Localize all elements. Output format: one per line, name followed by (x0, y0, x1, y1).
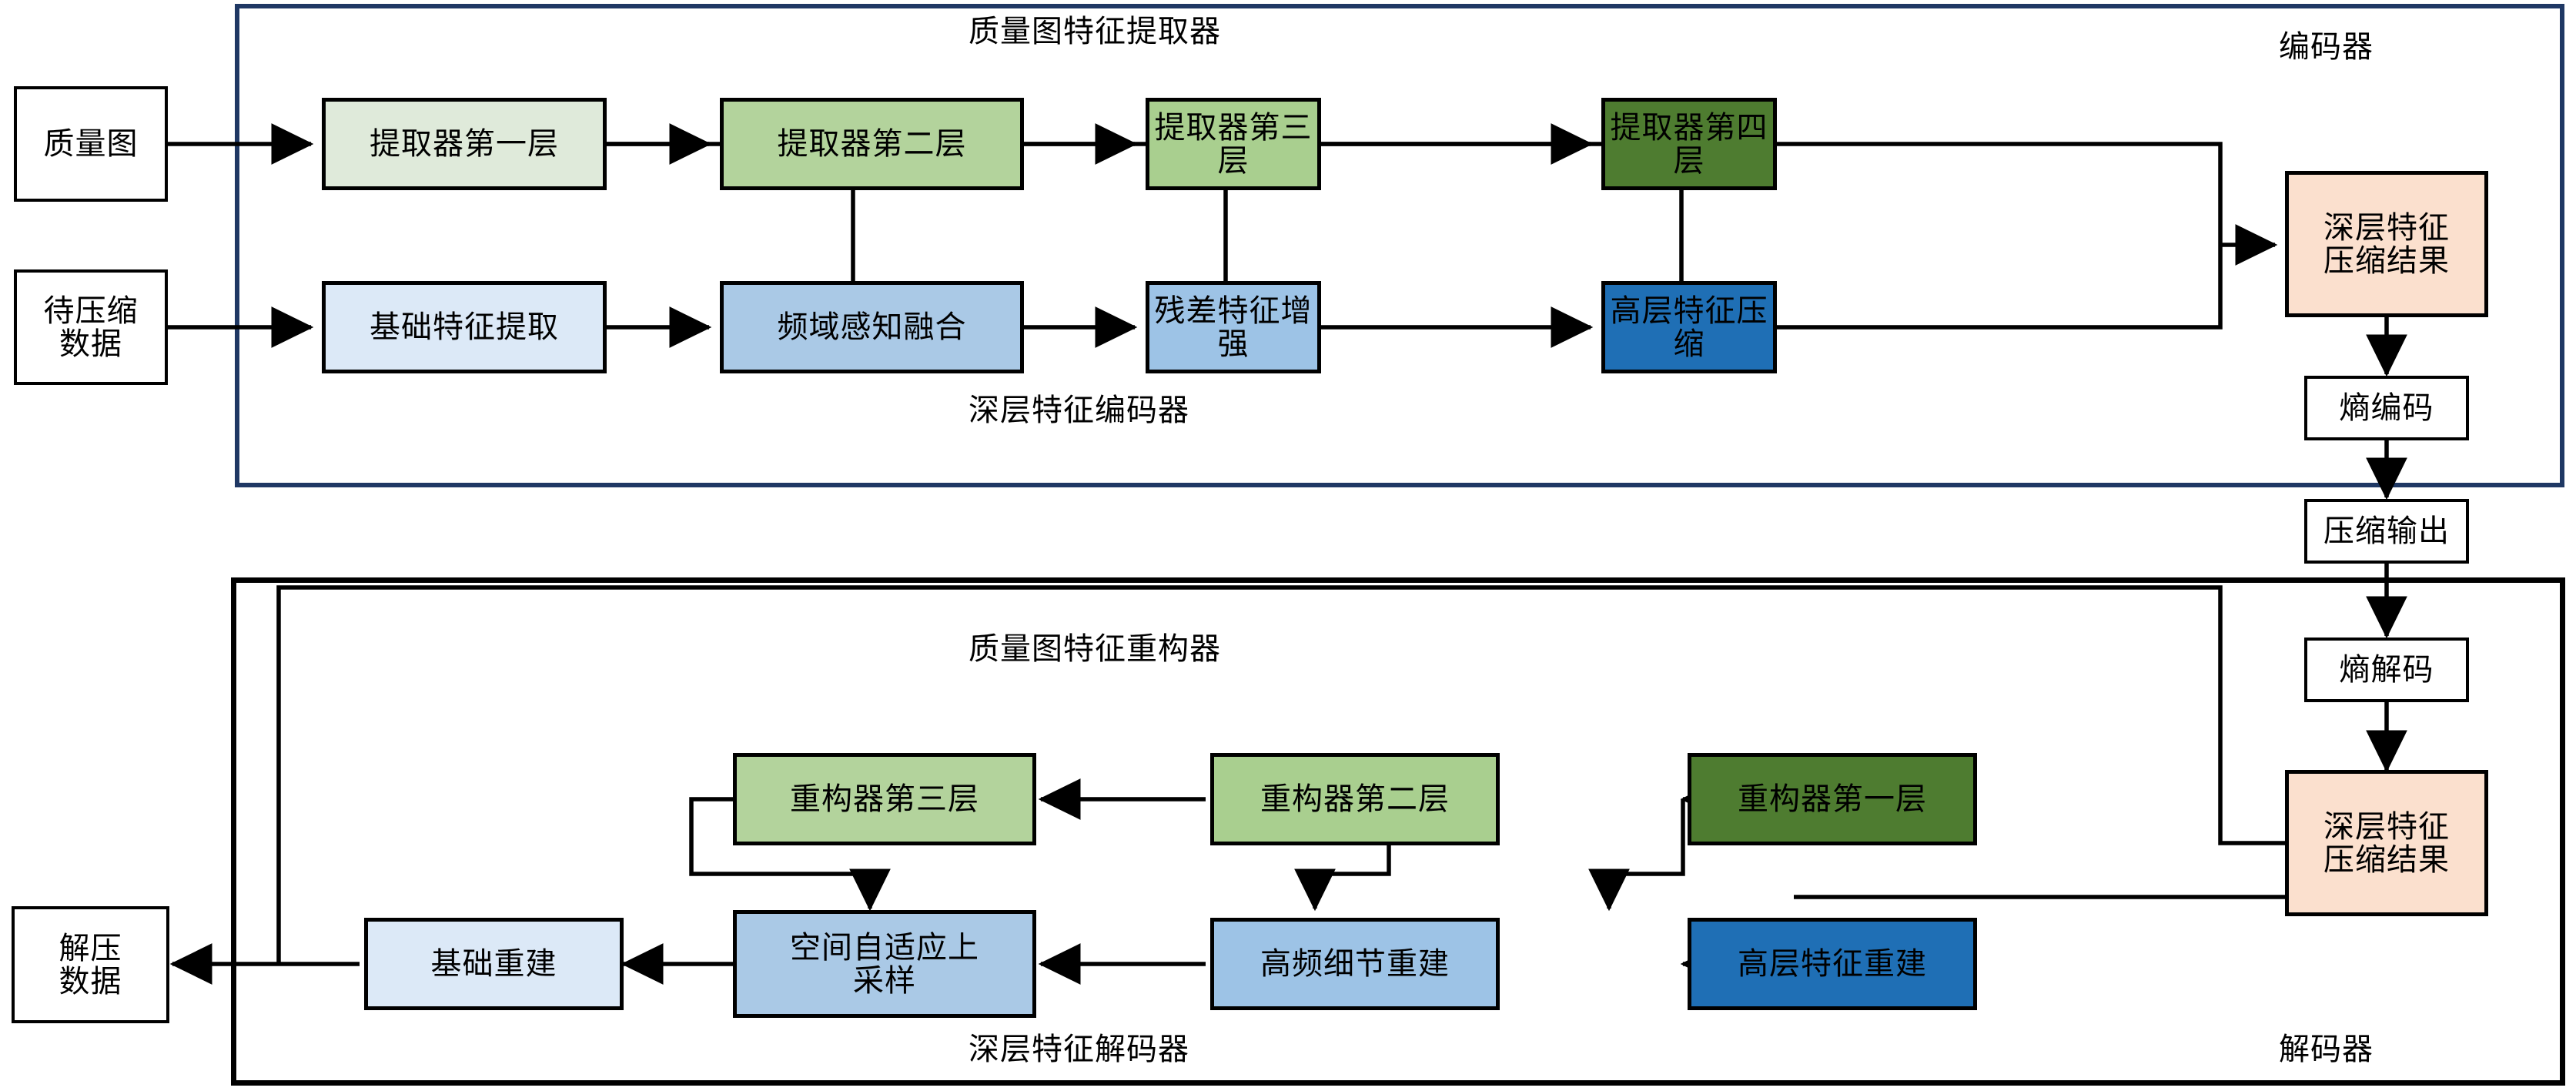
decoder-spatial-adaptive-upsampling[interactable]: 空间自适应上 采样 (733, 910, 1036, 1018)
decoder-base-reconstruction[interactable]: 基础重建 (364, 918, 624, 1010)
label-decoder: 解码器 (2279, 1032, 2374, 1066)
entropy-decode[interactable]: 熵解码 (2304, 638, 2469, 702)
encoder-group-frame (235, 4, 2564, 487)
label-encoder: 编码器 (2279, 29, 2374, 64)
encoder-residual-feature-enhancement[interactable]: 残差特征增强 (1146, 281, 1321, 373)
decoder-high-frequency-detail-reconstruction[interactable]: 高频细节重建 (1210, 918, 1500, 1010)
entropy-encode[interactable]: 熵编码 (2304, 376, 2469, 440)
decoder-reconstructor-layer-2[interactable]: 重构器第二层 (1210, 753, 1500, 845)
decoder-high-level-feature-reconstruction[interactable]: 高层特征重建 (1688, 918, 1977, 1010)
label-quality-feature-extractor: 质量图特征提取器 (969, 14, 1221, 49)
encoder-high-level-feature-compression[interactable]: 高层特征压缩 (1601, 281, 1777, 373)
label-deep-feature-encoder: 深层特征编码器 (969, 393, 1189, 427)
label-deep-feature-decoder: 深层特征解码器 (969, 1032, 1189, 1066)
output-decompressed-data[interactable]: 解压 数据 (12, 906, 169, 1023)
input-quality-map[interactable]: 质量图 (14, 86, 168, 202)
encoder-extractor-layer-2[interactable]: 提取器第二层 (720, 98, 1024, 190)
decoder-reconstructor-layer-1[interactable]: 重构器第一层 (1688, 753, 1977, 845)
decoder-group-frame (231, 577, 2565, 1086)
input-data-to-compress[interactable]: 待压缩 数据 (14, 269, 168, 385)
label-quality-feature-reconstructor: 质量图特征重构器 (969, 631, 1221, 666)
encoder-deep-feature-compressed-result[interactable]: 深层特征 压缩结果 (2285, 171, 2488, 317)
encoder-frequency-aware-fusion[interactable]: 频域感知融合 (720, 281, 1024, 373)
encoder-extractor-layer-4[interactable]: 提取器第四层 (1601, 98, 1777, 190)
encoder-extractor-layer-3[interactable]: 提取器第三层 (1146, 98, 1321, 190)
decoder-deep-feature-compressed-result[interactable]: 深层特征 压缩结果 (2285, 770, 2488, 916)
decoder-reconstructor-layer-3[interactable]: 重构器第三层 (733, 753, 1036, 845)
encoder-base-feature-extraction[interactable]: 基础特征提取 (322, 281, 607, 373)
encoder-extractor-layer-1[interactable]: 提取器第一层 (322, 98, 607, 190)
compressed-output[interactable]: 压缩输出 (2304, 499, 2469, 564)
